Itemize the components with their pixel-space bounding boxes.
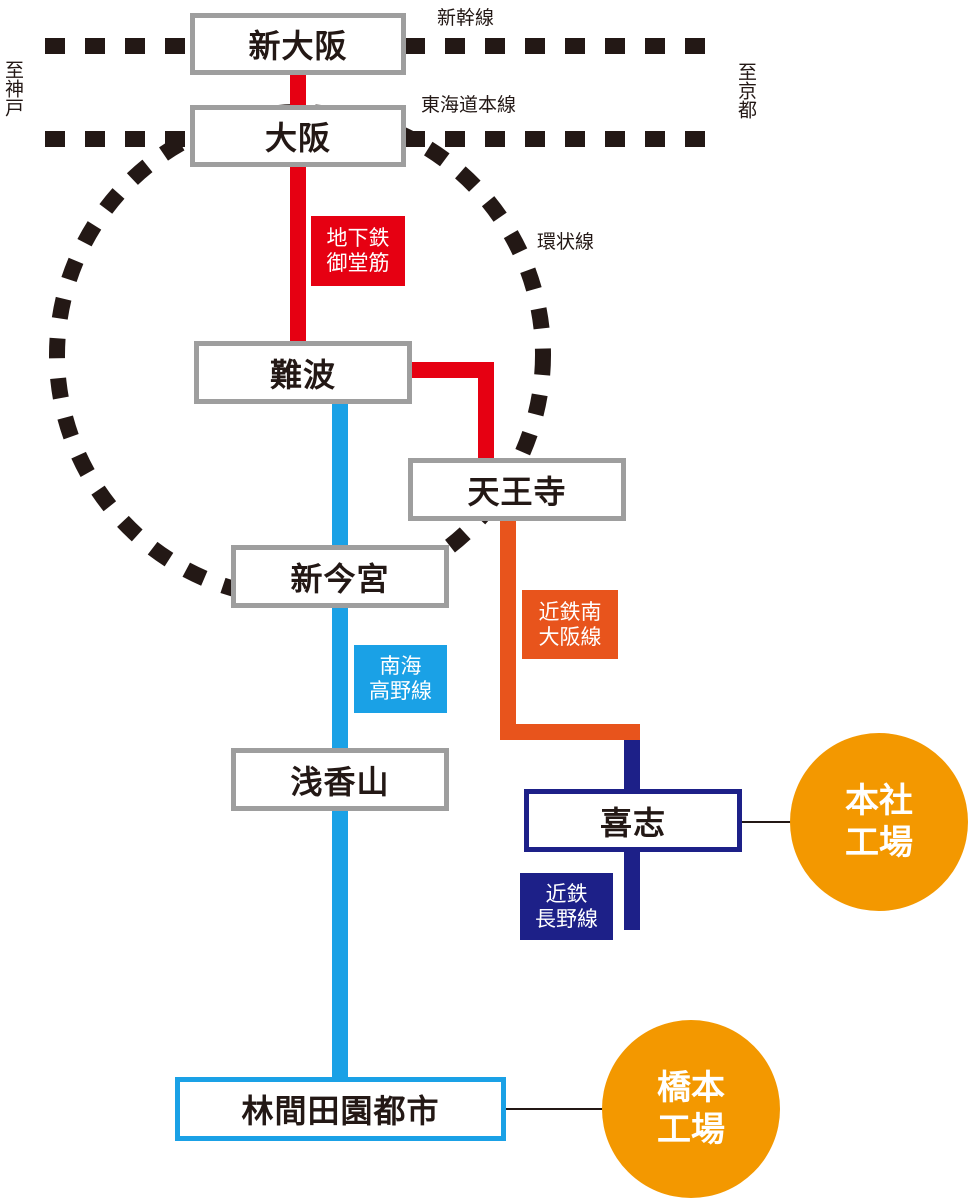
station-tennoji: 天王寺 (408, 458, 626, 521)
label-loop: 環状線 (537, 231, 595, 253)
station-namba: 難波 (194, 341, 412, 404)
station-kishi: 喜志 (524, 789, 742, 852)
label-nankai-koya: 南海 高野線 (354, 645, 447, 713)
label-midosuji: 地下鉄 御堂筋 (311, 216, 405, 286)
direction-kyoto: 至京都 (735, 62, 757, 119)
station-osaka: 大阪 (190, 105, 406, 167)
label-tokaido: 東海道本線 (421, 94, 517, 116)
station-shin-osaka: 新大阪 (190, 13, 406, 75)
kintetsu-minami-osaka-line (500, 518, 640, 740)
loop-line (49, 104, 551, 606)
station-rinkan-den-en-toshi: 林間田園都市 (175, 1077, 506, 1141)
label-shinkansen: 新幹線 (437, 7, 495, 29)
factory-hashimoto: 橋本 工場 (602, 1020, 780, 1198)
factory-head-office: 本社 工場 (790, 733, 968, 911)
station-asakayama: 浅香山 (231, 748, 449, 811)
midosuji-branch (410, 362, 494, 460)
station-shin-imamiya: 新今宮 (231, 545, 449, 608)
direction-kobe: 至神戸 (2, 60, 24, 117)
label-kintetsu-nagano: 近鉄 長野線 (520, 873, 613, 940)
label-kintetsu-minami-osaka: 近鉄南 大阪線 (522, 590, 618, 659)
